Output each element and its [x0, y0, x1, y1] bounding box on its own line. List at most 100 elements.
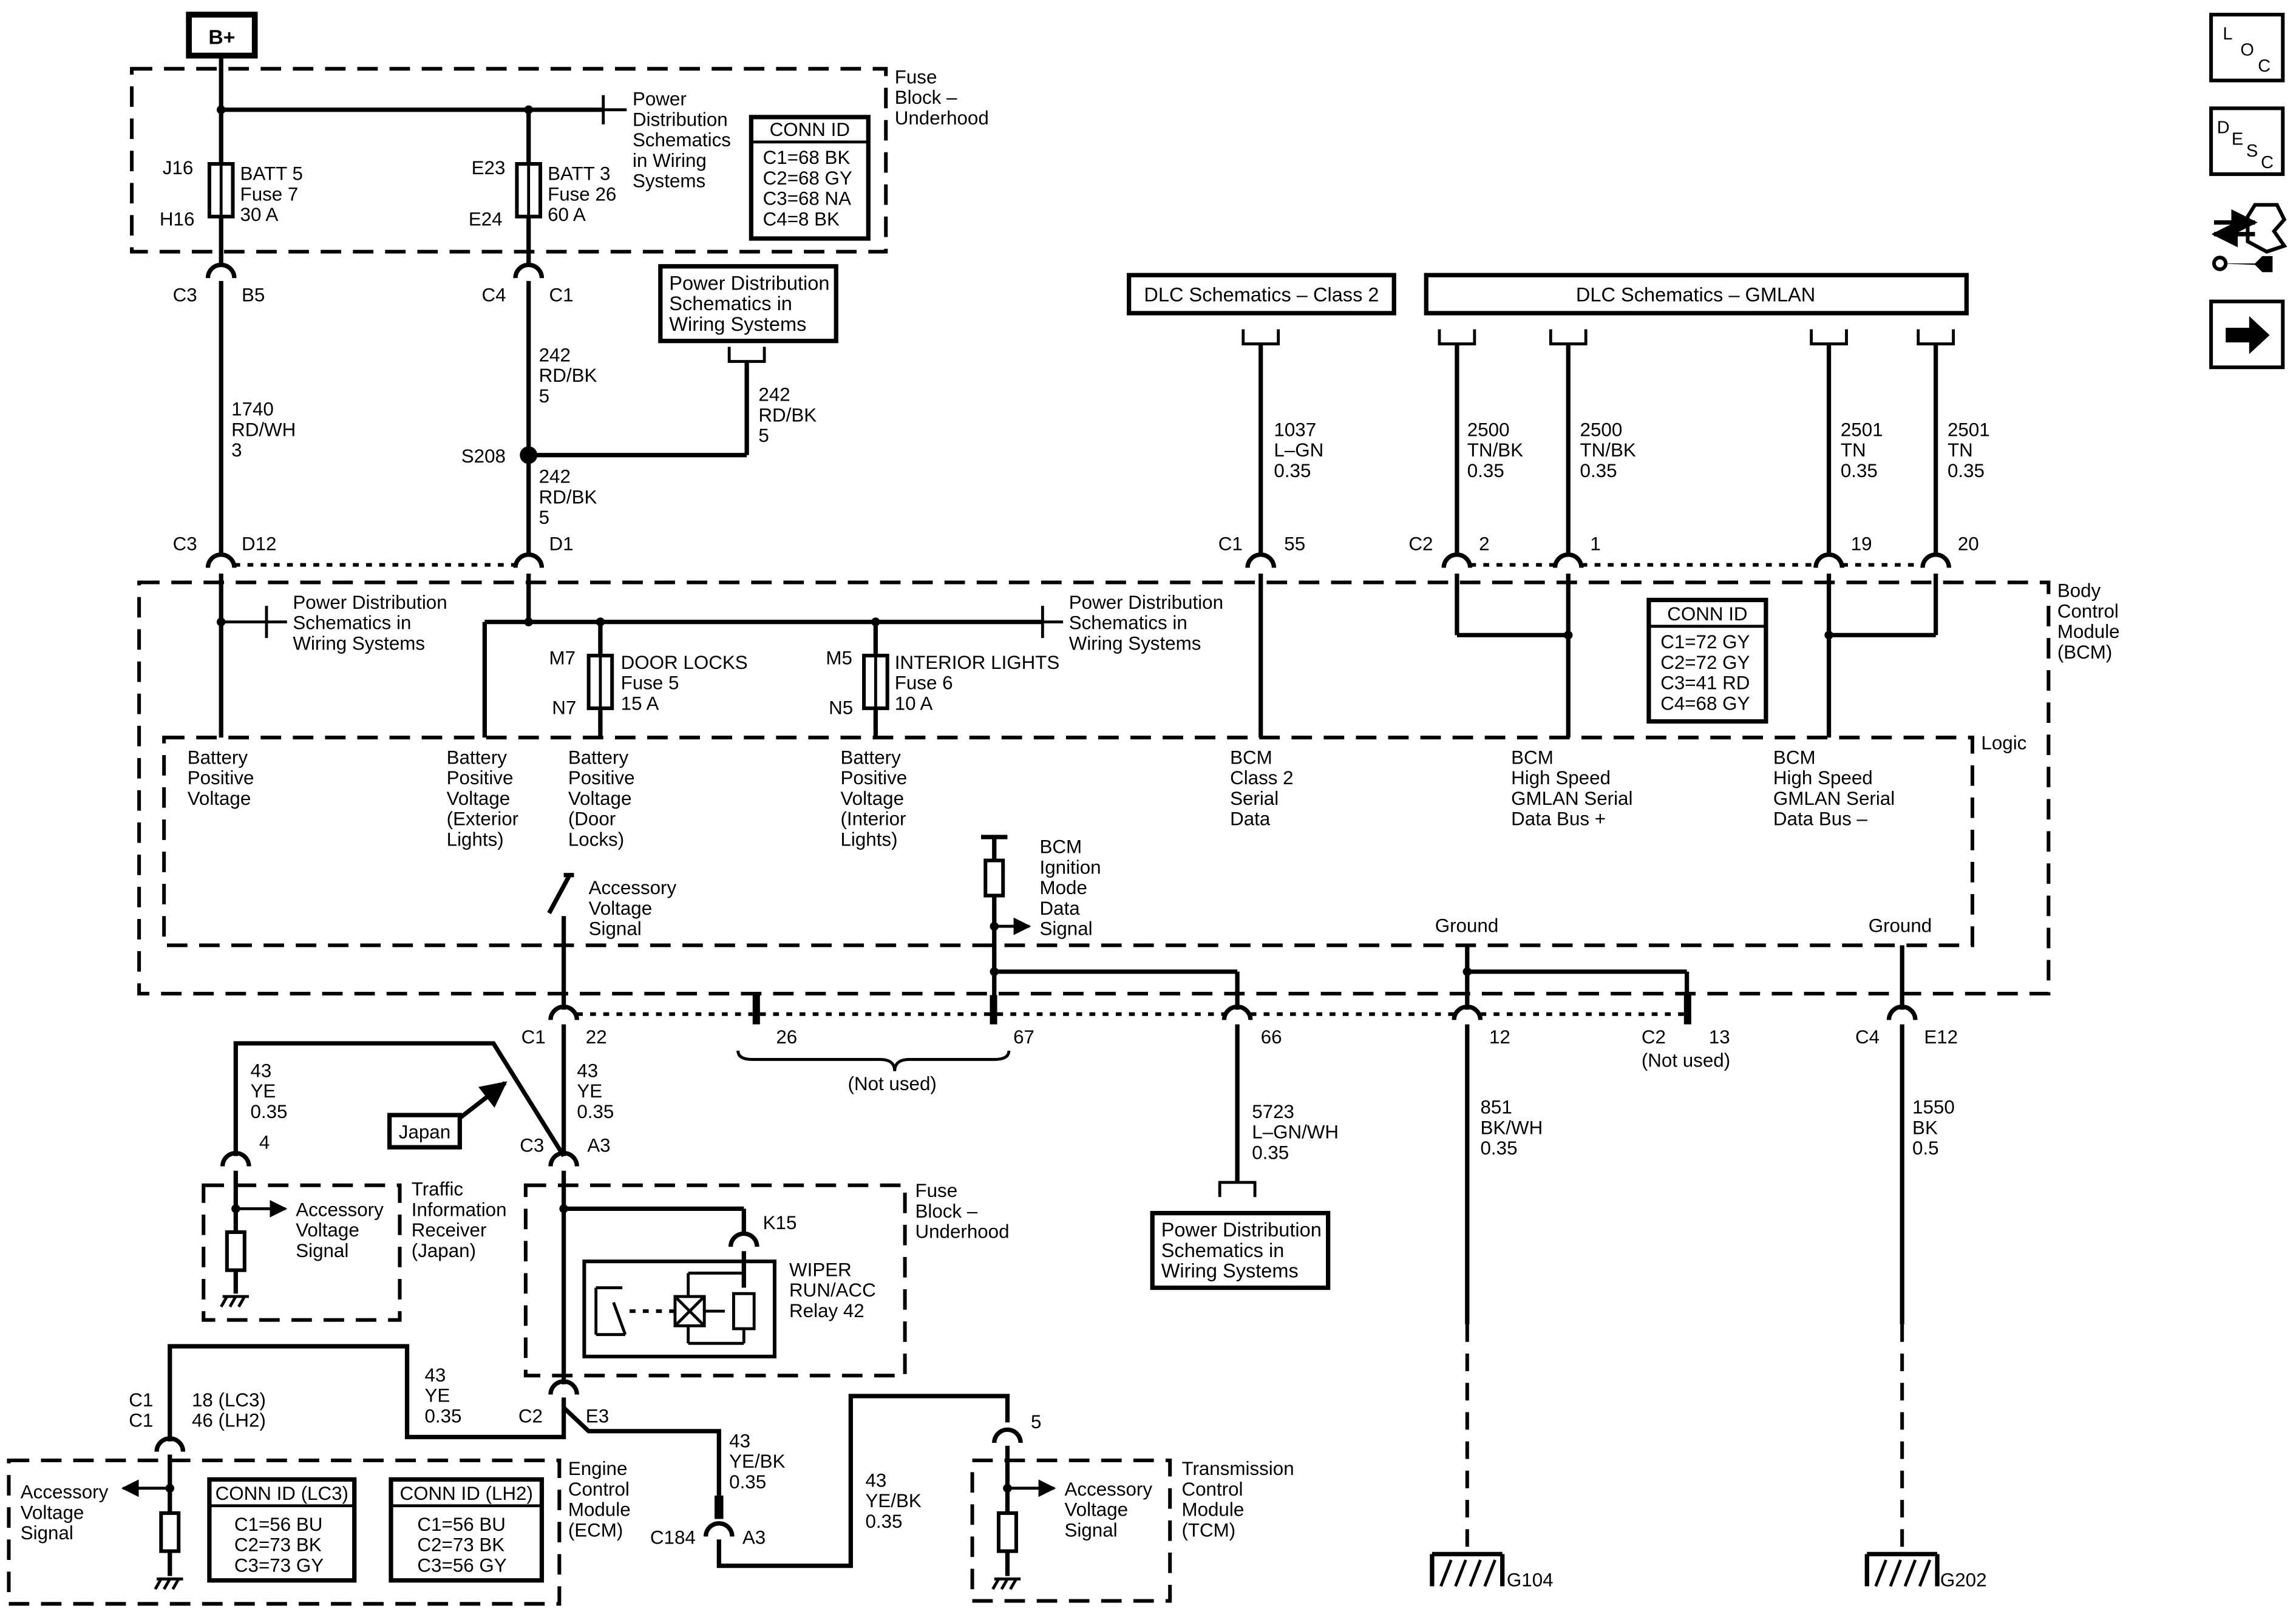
- svg-text:15 A: 15 A: [621, 693, 659, 714]
- svg-text:C184: C184: [650, 1527, 696, 1548]
- svg-text:CONN ID (LC3): CONN ID (LC3): [216, 1483, 348, 1504]
- ecm-signal-label: Accessory Voltage Signal: [21, 1482, 114, 1544]
- bcm-title: Body Control Module (BCM): [2057, 580, 2125, 663]
- svg-text:C3: C3: [173, 285, 197, 306]
- svg-text:Fuse 26: Fuse 26: [548, 183, 616, 205]
- fuse-interior-lights: M5 N5 INTERIOR LIGHTS Fuse 6 10 A: [826, 622, 1059, 738]
- wire-43-ecm: 43 YE 0.35: [424, 1364, 461, 1426]
- ground-g104-label: G104: [1507, 1569, 1554, 1590]
- svg-text:CONN ID: CONN ID: [770, 119, 850, 140]
- svg-text:C2=68 GY: C2=68 GY: [763, 168, 852, 189]
- accessory-bcm-label: Accessory Voltage Signal: [589, 877, 682, 939]
- wire-851: 851 BK/WH 0.35: [1481, 1097, 1548, 1159]
- wire-1550: 1550 BK 0.5: [1912, 1097, 1960, 1159]
- svg-text:Fuse 6: Fuse 6: [895, 673, 953, 694]
- bcm-hs-plus-label: BCM High Speed GMLAN Serial Data Bus +: [1511, 747, 1638, 829]
- fuse-batt5: J16 H16 BATT 5 Fuse 7 30 A: [160, 157, 303, 229]
- svg-text:M5: M5: [826, 648, 852, 669]
- svg-text:67: 67: [1013, 1026, 1034, 1048]
- svg-text:Schematics in: Schematics in: [669, 293, 792, 314]
- svg-text:C2=73 BK: C2=73 BK: [234, 1534, 322, 1556]
- bcm-class2-label: BCM Class 2 Serial Data: [1230, 747, 1299, 829]
- svg-text:BATT 3: BATT 3: [548, 163, 610, 185]
- svg-text:E23: E23: [472, 157, 506, 178]
- svg-text:C3: C3: [173, 533, 197, 554]
- svg-text:C2=72 GY: C2=72 GY: [1660, 652, 1750, 673]
- connector-c3-b5: [205, 262, 237, 279]
- svg-text:N5: N5: [829, 697, 853, 719]
- svg-text:D1: D1: [549, 533, 573, 554]
- ground-g202-label: G202: [1940, 1569, 1987, 1590]
- svg-text:Power Distribution: Power Distribution: [1161, 1219, 1322, 1241]
- connector-ecm-c1: [154, 1436, 186, 1452]
- connector-c184-male: [715, 1495, 724, 1519]
- svg-text:19: 19: [1851, 533, 1872, 554]
- svg-text:22: 22: [586, 1026, 607, 1048]
- ground-g104: [1430, 1551, 1505, 1587]
- connector-tcm-5: [992, 1427, 1023, 1443]
- tcm-title: Transmission Control Module (TCM): [1181, 1458, 1299, 1541]
- svg-text:C1: C1: [129, 1410, 153, 1431]
- svg-text:A3: A3: [587, 1134, 610, 1156]
- svg-text:K15: K15: [763, 1212, 797, 1233]
- fuse-door-locks: M7 N7 DOOR LOCKS Fuse 5 15 A: [549, 622, 748, 738]
- svg-text:C3: C3: [520, 1134, 544, 1156]
- japan-callout: Japan: [387, 1081, 508, 1150]
- connector-c184: [703, 1521, 735, 1537]
- location-icon[interactable]: L O C: [2209, 13, 2285, 83]
- tir-circuit: [220, 1170, 288, 1308]
- description-icon[interactable]: D E S C: [2209, 106, 2285, 176]
- splice-s208: [520, 446, 538, 464]
- svg-text:C3=41 RD: C3=41 RD: [1660, 673, 1750, 694]
- wire-ecm-pins: 18 (LC3) 46 (LH2): [192, 1389, 271, 1431]
- ecm-outline: [7, 1459, 562, 1606]
- svg-text:C1=56 BU: C1=56 BU: [417, 1514, 505, 1535]
- fuse-block-top-label: Fuse Block – Underhood: [895, 66, 989, 128]
- pds-top-label: Power Distribution Schematics in Wiring …: [633, 89, 736, 192]
- wire-43-main: 43 YE 0.35: [577, 1060, 614, 1122]
- connector-c3-a3: [548, 1151, 579, 1167]
- bcm-bottom-connectors: [548, 995, 1918, 1025]
- fuse-block-underhood-mid: [523, 1183, 907, 1378]
- bcm-outline: [137, 580, 2051, 995]
- ground-label-2: Ground: [1869, 915, 1932, 937]
- svg-text:DLC Schematics – GMLAN: DLC Schematics – GMLAN: [1576, 284, 1815, 306]
- svg-text:C2: C2: [1642, 1026, 1666, 1048]
- splice-s208-label: S208: [461, 446, 506, 467]
- wire-43-yebk-a: 43 YE/BK 0.35: [729, 1430, 790, 1492]
- svg-text:C1=72 GY: C1=72 GY: [1660, 631, 1750, 653]
- tcm-circuit: [991, 1445, 1056, 1590]
- svg-text:C2: C2: [518, 1405, 543, 1426]
- svg-text:5: 5: [1031, 1411, 1041, 1432]
- pds-bcm-left: Power Distribution Schematics in Wiring …: [293, 592, 452, 654]
- not-used-label-1: (Not used): [848, 1073, 937, 1094]
- pds-box-2: Power Distribution Schematics in Wiring …: [1150, 1210, 1331, 1290]
- svg-text:Japan: Japan: [399, 1122, 450, 1143]
- connector-c2-e3: [548, 1379, 579, 1395]
- svg-text:C: C: [2261, 153, 2274, 172]
- svg-text:L: L: [2223, 24, 2232, 44]
- svg-text:B5: B5: [242, 285, 265, 306]
- next-arrow-icon[interactable]: [2209, 299, 2285, 370]
- svg-text:2: 2: [1479, 533, 1489, 554]
- connector-repair-icon[interactable]: [2211, 203, 2288, 273]
- svg-text:D12: D12: [242, 533, 276, 554]
- svg-text:C: C: [2258, 56, 2271, 76]
- svg-text:J16: J16: [163, 157, 194, 178]
- fuse-block-underhood-top: [130, 67, 888, 254]
- svg-text:55: 55: [1284, 533, 1305, 554]
- wire-43-japan: 43 YE 0.35: [250, 1060, 287, 1122]
- fuse-block-mid-label: Fuse Block – Underhood: [915, 1180, 1009, 1242]
- svg-text:Power Distribution: Power Distribution: [669, 272, 829, 294]
- conn-id-bcm: CONN ID C1=72 GY C2=72 GY C3=41 RD C4=68…: [1646, 597, 1768, 724]
- svg-text:Wiring Systems: Wiring Systems: [1161, 1260, 1299, 1282]
- svg-text:30 A: 30 A: [240, 204, 279, 225]
- svg-text:BATT 5: BATT 5: [240, 163, 303, 185]
- svg-text:C4=8 BK: C4=8 BK: [763, 208, 840, 229]
- conn-id-lh2: CONN ID (LH2) C1=56 BU C2=73 BK C3=56 GY: [389, 1477, 545, 1583]
- tcm-signal-label: Accessory Voltage Signal: [1065, 1479, 1158, 1541]
- bcm-hs-minus-label: BCM High Speed GMLAN Serial Data Bus –: [1773, 747, 1900, 829]
- battery-positive-label: B+: [208, 25, 235, 49]
- fuse-batt3: E23 E24 BATT 3 Fuse 26 60 A: [469, 157, 616, 229]
